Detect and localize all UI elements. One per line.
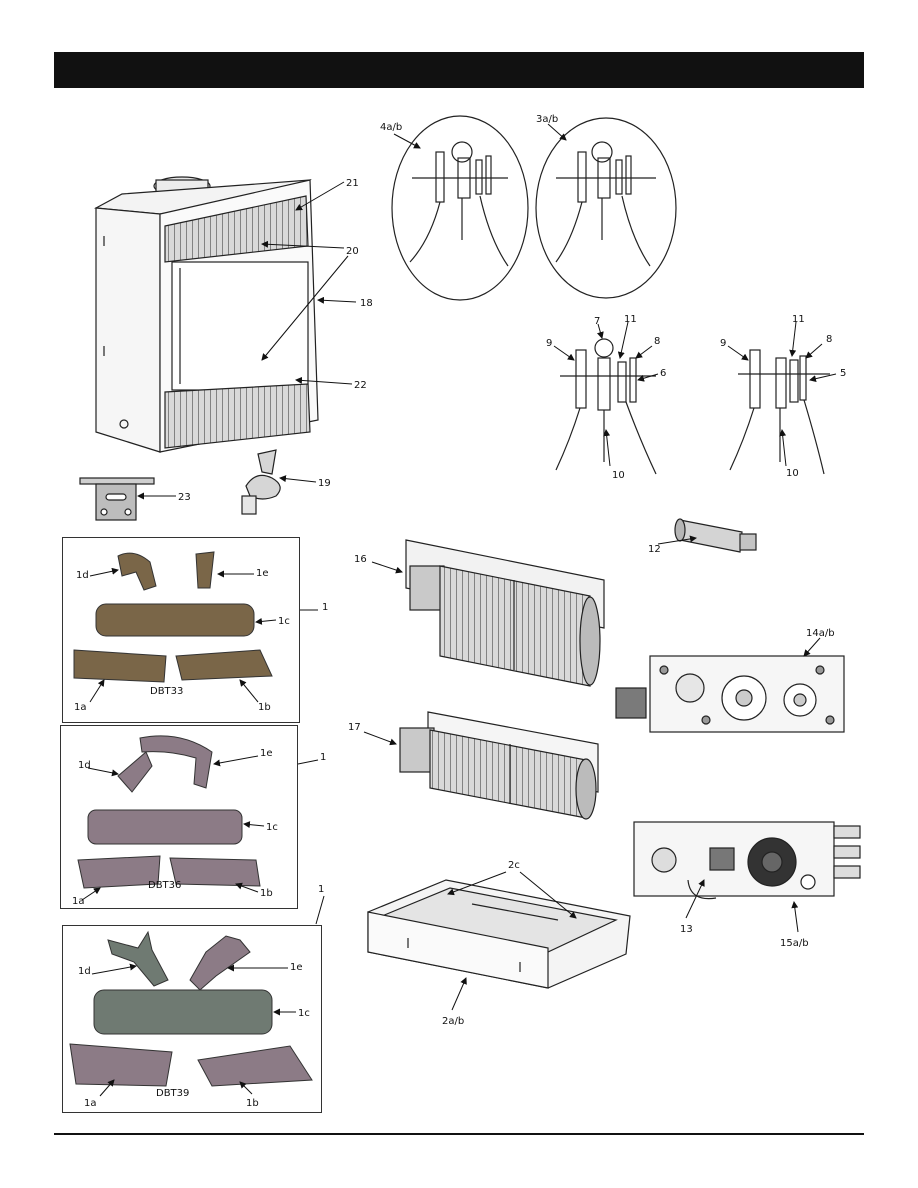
gas-valve-15ab xyxy=(633,821,861,900)
label-10a: 10 xyxy=(612,470,625,481)
k3-1c: 1c xyxy=(298,1008,310,1019)
label-2ab: 2a/b xyxy=(442,1016,464,1027)
k1-name: DBT33 xyxy=(150,686,183,697)
pilot-oval-4ab xyxy=(391,115,529,301)
fireplace-unit xyxy=(93,176,319,453)
log-set-dbt39 xyxy=(69,930,313,1087)
k1-1e: 1e xyxy=(256,568,269,579)
label-22: 22 xyxy=(354,380,367,391)
label-23: 23 xyxy=(178,492,191,503)
k2-1b: 1b xyxy=(260,888,273,899)
k1-1b: 1b xyxy=(258,702,271,713)
label-12: 12 xyxy=(648,544,661,555)
k2-1c: 1c xyxy=(266,822,278,833)
k1-1c: 1c xyxy=(278,616,290,627)
k2-name: DBT36 xyxy=(148,880,181,891)
k3-1a: 1a xyxy=(84,1098,97,1109)
label-18: 18 xyxy=(360,298,373,309)
label-8a: 8 xyxy=(654,336,660,347)
label-10b: 10 xyxy=(786,468,799,479)
k2-1d: 1d xyxy=(78,760,91,771)
fireplace-callouts xyxy=(261,181,357,385)
clip-19 xyxy=(241,449,281,515)
k1-1d: 1d xyxy=(76,570,89,581)
k3-1e: 1e xyxy=(290,962,303,973)
pilot-oval-3ab xyxy=(535,117,677,299)
label-16: 16 xyxy=(354,554,367,565)
blower-16 xyxy=(405,539,605,687)
k3-name: DBT39 xyxy=(156,1088,189,1099)
label-21: 21 xyxy=(346,178,359,189)
label-9b: 9 xyxy=(720,338,726,349)
label-17: 17 xyxy=(348,722,361,733)
k2-1: 1 xyxy=(320,752,326,763)
label-15ab: 15a/b xyxy=(780,938,809,949)
log-set-dbt36 xyxy=(77,735,261,889)
k1-1a: 1a xyxy=(74,702,87,713)
k2-1e: 1e xyxy=(260,748,273,759)
k3-1: 1 xyxy=(318,884,324,895)
label-19: 19 xyxy=(318,478,331,489)
label-5: 5 xyxy=(840,368,846,379)
label-7: 7 xyxy=(594,316,600,327)
pilot-assembly-b xyxy=(729,349,830,475)
label-4ab: 4a/b xyxy=(380,122,402,133)
gas-valve-14ab xyxy=(615,655,845,733)
bracket-23 xyxy=(79,477,155,521)
pilot-assembly-a xyxy=(555,338,657,475)
label-6: 6 xyxy=(660,368,666,379)
label-13: 13 xyxy=(680,924,693,935)
k3-1d: 1d xyxy=(78,966,91,977)
label-8b: 8 xyxy=(826,334,832,345)
label-3ab: 3a/b xyxy=(536,114,558,125)
label-9a: 9 xyxy=(546,338,552,349)
k1-1: 1 xyxy=(322,602,328,613)
thermocouple-12 xyxy=(674,518,757,553)
label-2c: 2c xyxy=(508,860,520,871)
label-20: 20 xyxy=(346,246,359,257)
footer-rule xyxy=(54,1133,864,1135)
k3-1b: 1b xyxy=(246,1098,259,1109)
label-11b: 11 xyxy=(792,314,805,325)
blower-17 xyxy=(399,711,599,820)
label-14ab: 14a/b xyxy=(806,628,835,639)
burner-pan-2ab xyxy=(367,879,631,989)
log-set-dbt33 xyxy=(73,551,273,683)
k2-1a: 1a xyxy=(72,896,85,907)
label-11a: 11 xyxy=(624,314,637,325)
header-bar xyxy=(54,52,864,88)
